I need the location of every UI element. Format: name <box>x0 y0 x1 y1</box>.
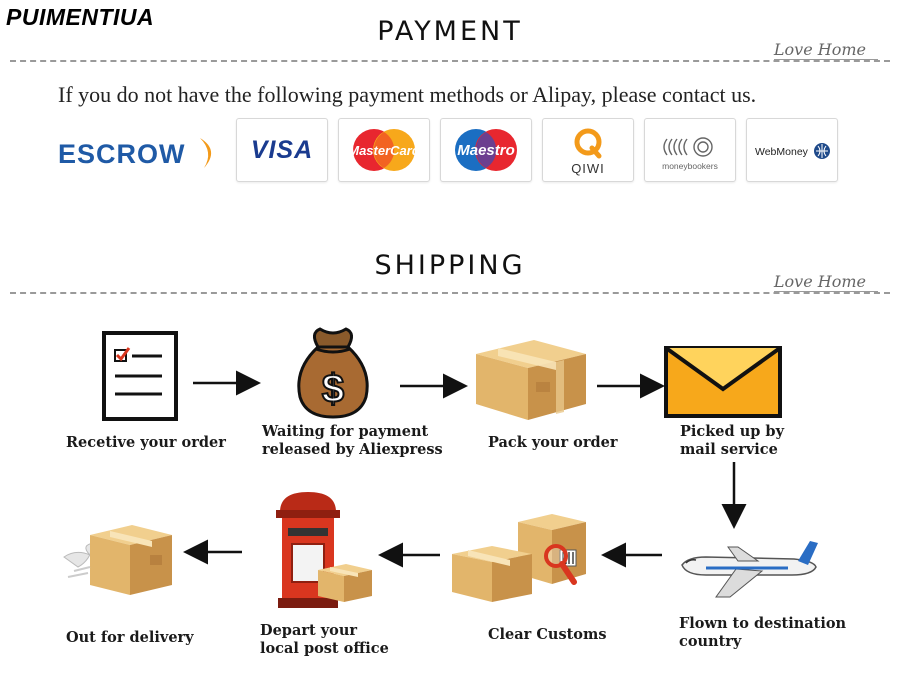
payment-title: PAYMENT <box>377 16 523 47</box>
shipping-title: SHIPPING <box>374 250 526 281</box>
moneybookers-label: moneybookers <box>662 161 718 171</box>
customs-boxes-icon <box>448 512 598 608</box>
visa-label: VISA <box>250 135 314 164</box>
post-box-icon <box>272 488 376 618</box>
step-label-clear-customs: Clear Customs <box>488 626 607 643</box>
step-label-pack-order: Pack your order <box>488 434 618 451</box>
qiwi-label: QIWI <box>571 161 605 176</box>
order-checklist-icon <box>100 330 180 426</box>
mastercard-logo: MasterCard <box>338 118 430 182</box>
maestro-label: Maestro <box>457 142 515 159</box>
escrow-logo-text: ESCROW <box>58 139 186 169</box>
mastercard-label: MasterCard <box>348 143 421 158</box>
step-label-receive-order: Recetive your order <box>66 434 226 451</box>
qiwi-logo: QIWI <box>542 118 634 182</box>
delivery-box-icon <box>60 515 180 601</box>
shipping-divider <box>10 292 890 294</box>
webmoney-logo: WebMoney <box>746 118 838 182</box>
escrow-logo: ESCROW <box>58 130 223 174</box>
svg-text:$: $ <box>322 367 344 411</box>
step-label-depart-post-office: Depart your local post office <box>260 622 389 657</box>
step-label-waiting-payment: Waiting for payment released by Aliexpre… <box>262 423 443 458</box>
money-bag-icon: $ <box>290 325 376 425</box>
package-box-icon <box>472 330 590 428</box>
brand-name: PUIMENTIUA <box>6 4 155 30</box>
step-label-out-for-delivery: Out for delivery <box>66 629 194 646</box>
payment-intro-text: If you do not have the following payment… <box>58 82 757 107</box>
step-label-flown-destination: Flown to destination country <box>679 615 847 650</box>
visa-logo: VISA <box>236 118 328 182</box>
step-label-picked-up: Picked up by mail service <box>680 423 784 458</box>
maestro-logo: Maestro <box>440 118 532 182</box>
airplane-icon <box>676 535 826 609</box>
shipping-love-home-tag: Love Home <box>773 272 878 292</box>
payment-love-home-tag: Love Home <box>773 40 878 60</box>
payment-divider <box>10 60 890 62</box>
envelope-icon <box>663 345 783 423</box>
moneybookers-logo: moneybookers <box>644 118 736 182</box>
webmoney-label: WebMoney <box>755 146 809 158</box>
